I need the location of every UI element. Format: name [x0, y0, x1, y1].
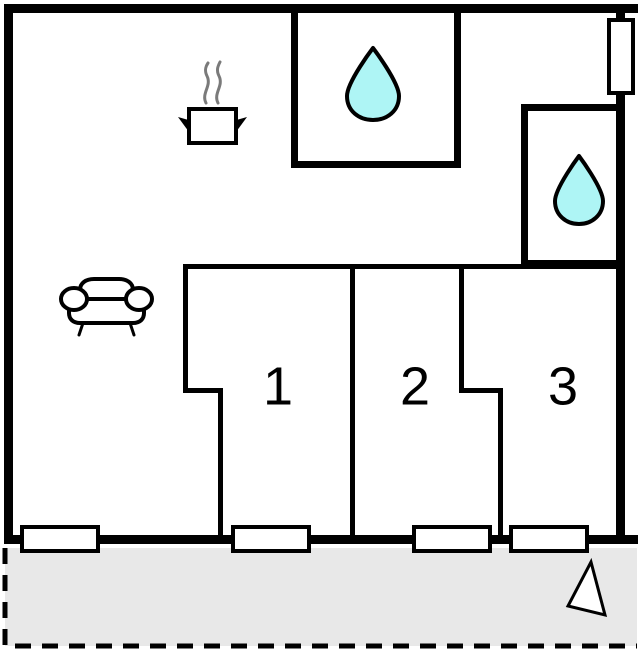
bathroom-top-walls: [291, 6, 461, 168]
bathroom-top-wall-right: [454, 6, 461, 168]
room-label-1: 1: [263, 356, 293, 416]
exterior-wall-right: [616, 4, 625, 544]
rooms-top-wall: [183, 264, 621, 269]
room-1-wall-left-upper: [183, 264, 188, 393]
bathroom-right-wall-bottom: [521, 260, 621, 267]
water-drop-shape: [553, 154, 605, 226]
room-2-3-divider-upper: [459, 264, 464, 393]
sofa-leg-right-icon: [128, 321, 136, 337]
bathroom-right-wall-top: [521, 104, 621, 111]
north-arrow-icon: [565, 557, 608, 618]
window-bottom-1[interactable]: [20, 525, 100, 553]
sofa-backrest-icon: [78, 277, 135, 300]
steam-line-1-icon: [203, 61, 210, 105]
water-drop-shape: [345, 46, 401, 122]
room-1-wall-left-lower: [218, 388, 223, 539]
exterior-wall-bottom: [4, 535, 638, 544]
bathroom-right-wall-left: [521, 104, 528, 266]
room-1-2-divider-wall: [350, 264, 355, 539]
exterior-wall-top: [4, 4, 638, 13]
exterior-wall-left: [4, 4, 13, 544]
interior-walls: [183, 264, 621, 539]
terrace-fill: [5, 548, 637, 646]
room-2-3-divider-lower: [498, 388, 503, 539]
sofa-armrest-left-icon: [59, 286, 89, 312]
room-1-wall-jog: [183, 388, 223, 393]
water-drop-icon: [345, 46, 401, 122]
sofa-armrest-right-icon: [124, 286, 154, 312]
stove-pot-icon: [178, 60, 247, 145]
window-bottom-4[interactable]: [509, 525, 589, 553]
sofa-icon: [59, 277, 154, 337]
bathroom-top-wall-bottom: [291, 161, 461, 168]
steam-line-2-icon: [215, 60, 222, 105]
room-label-2: 2: [400, 356, 430, 416]
bathroom-right-walls: [521, 104, 621, 267]
sofa-leg-left-icon: [77, 321, 85, 337]
room-2-3-divider-jog: [459, 388, 503, 393]
pot-body-icon: [187, 107, 238, 145]
water-drop-icon: [553, 154, 605, 226]
window-bottom-3[interactable]: [412, 525, 492, 553]
terrace-dashed-border: [2, 548, 637, 649]
exterior-walls: [4, 4, 638, 544]
bathroom-top-wall-left: [291, 6, 298, 168]
windows-group: [20, 18, 635, 553]
terrace-area: [2, 548, 637, 649]
window-bottom-2[interactable]: [231, 525, 311, 553]
room-label-3: 3: [548, 356, 578, 416]
window-right-1[interactable]: [607, 18, 635, 95]
